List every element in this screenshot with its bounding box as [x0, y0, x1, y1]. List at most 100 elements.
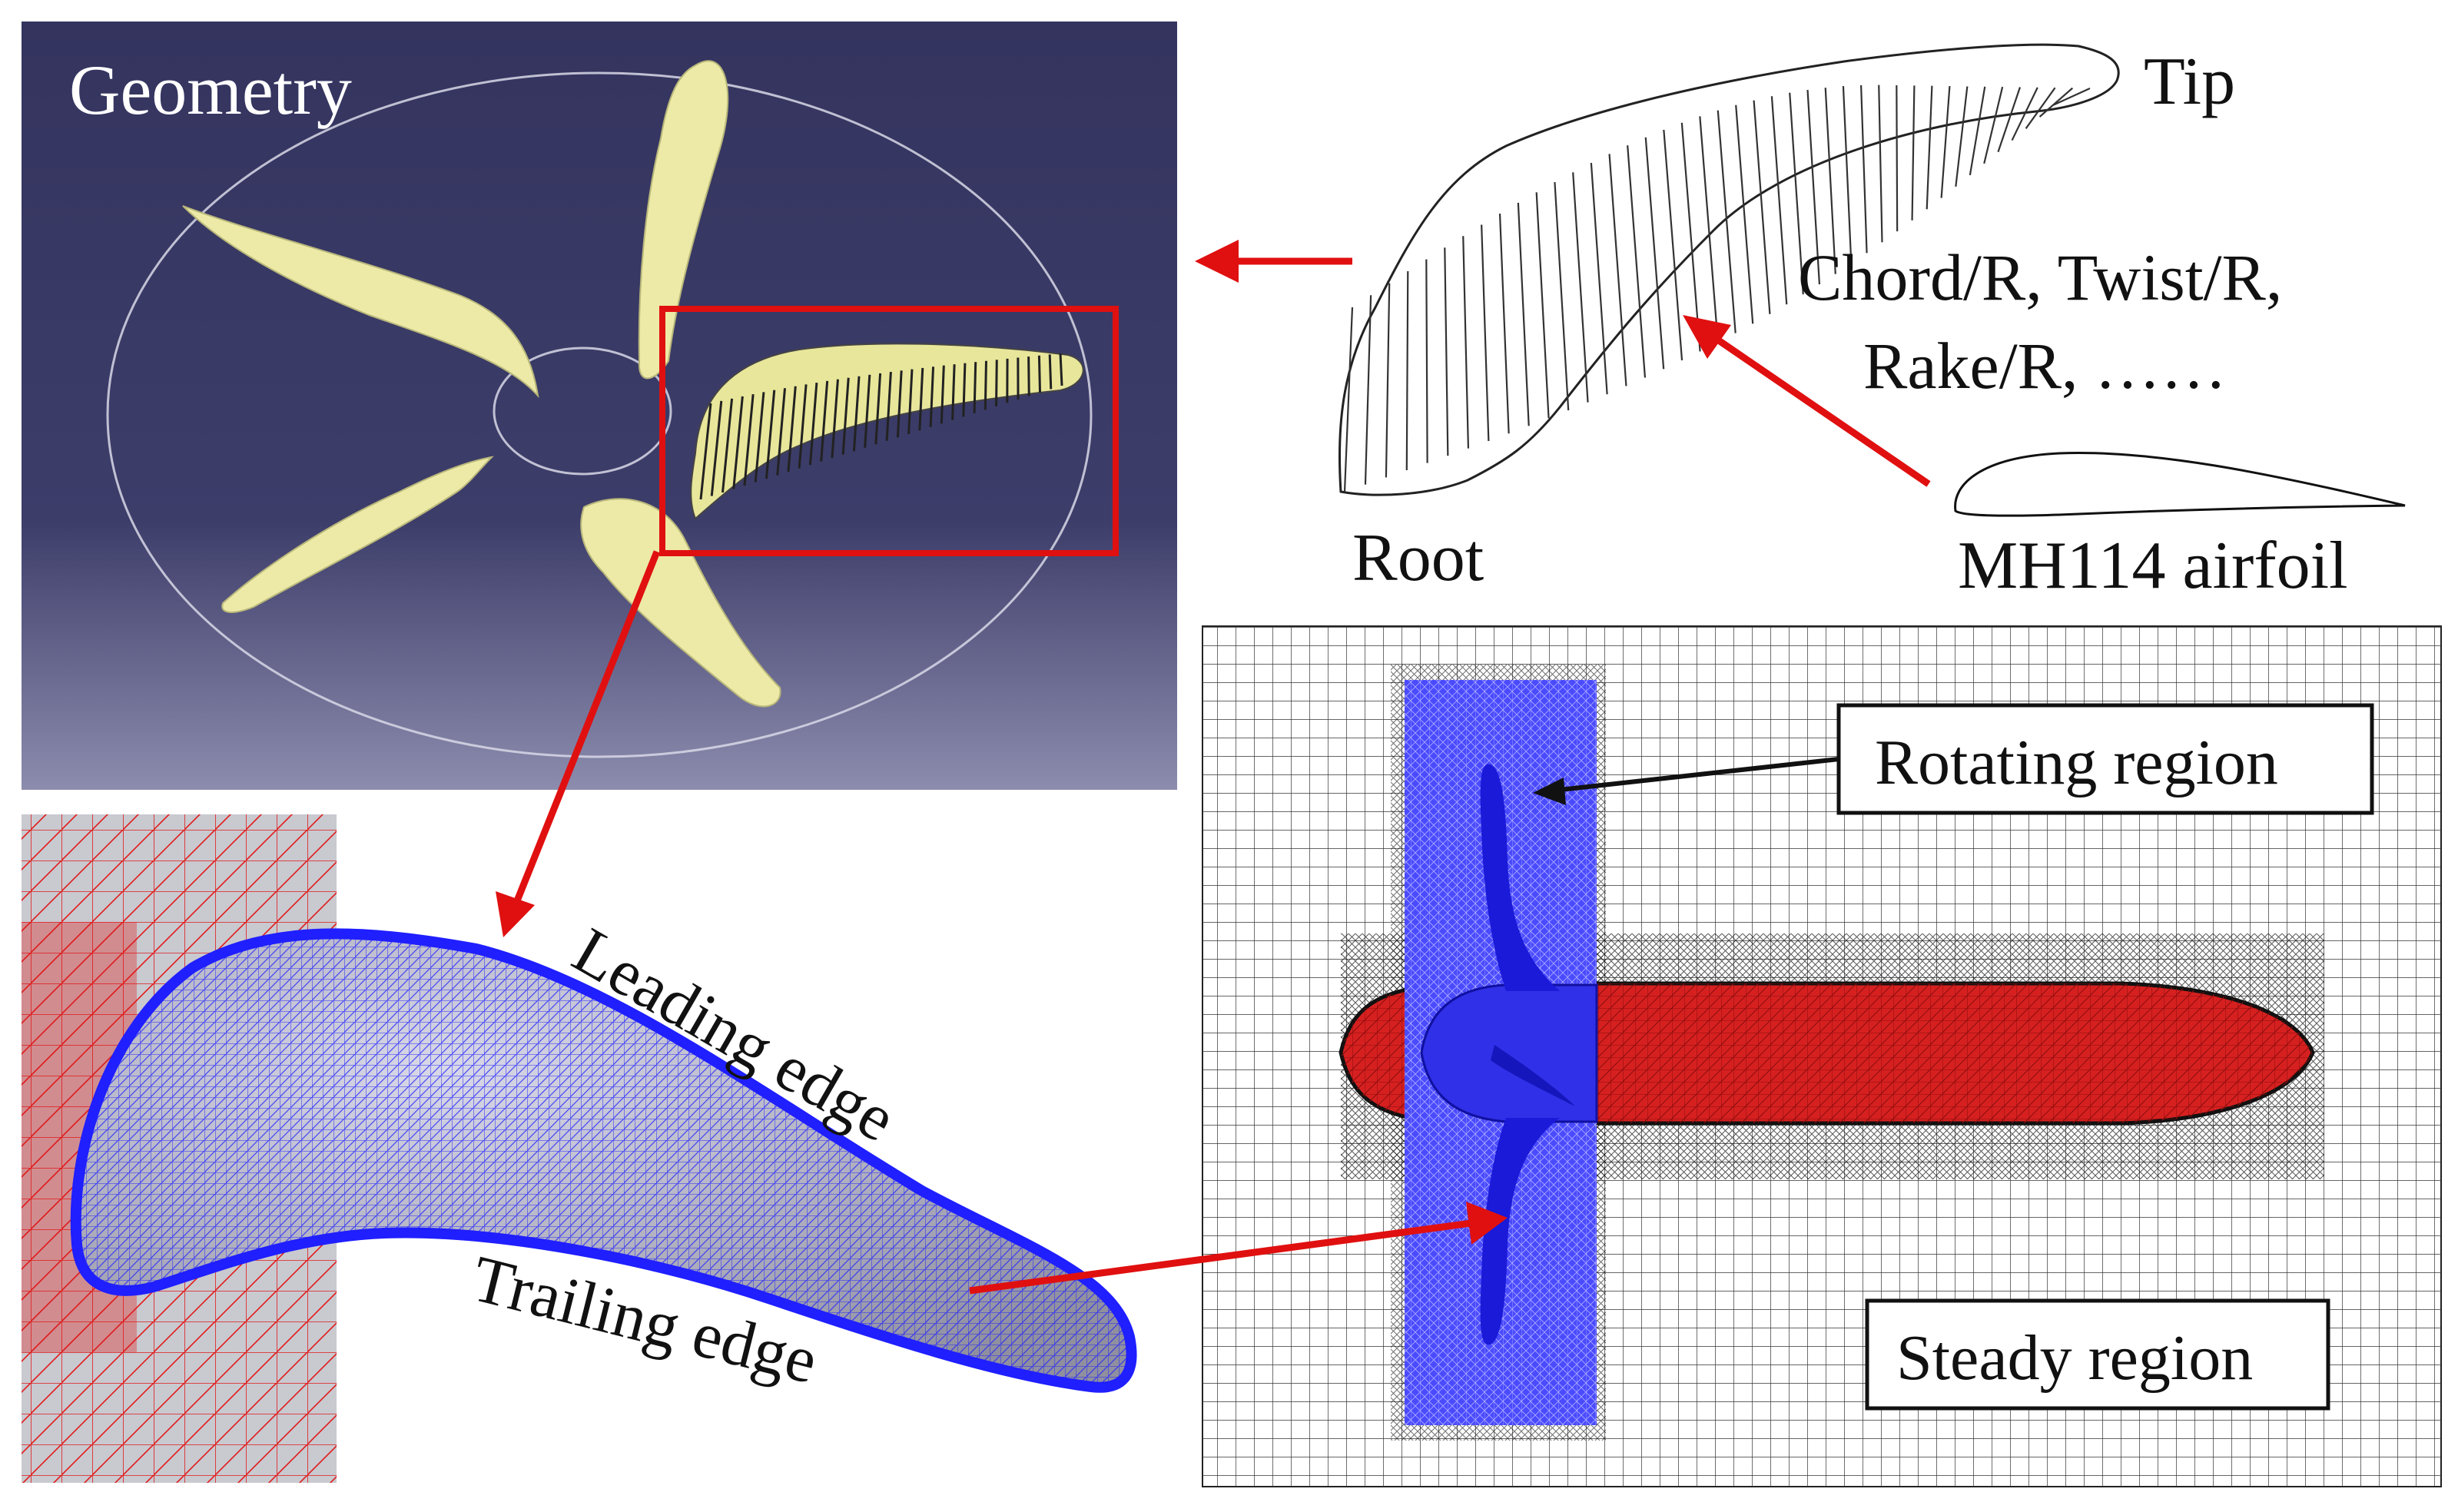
blade-lower-left	[221, 456, 494, 613]
wireframe-section-line	[1997, 87, 2022, 153]
blade-section-line	[984, 360, 987, 410]
wireframe-section-line	[1806, 89, 1821, 285]
wireframe-section-line	[1590, 162, 1608, 395]
arrow-wireframe-to-geometry-head	[1195, 240, 1239, 283]
wireframe-section-line	[1385, 283, 1391, 478]
arrow-airfoil-to-wireframe-head	[1683, 315, 1731, 359]
blade-section-line	[798, 384, 808, 469]
highlight-box	[659, 306, 1119, 556]
arrow-mesh-to-domain-head	[1466, 1202, 1508, 1245]
wireframe-section-line	[1608, 154, 1627, 386]
blade-section-line	[808, 383, 818, 466]
wireframe-section-line	[1940, 85, 1951, 198]
blade-section-line	[885, 372, 892, 441]
wireframe-section-line	[1860, 85, 1868, 254]
blade-wireframe-outline	[1338, 43, 2120, 496]
wireframe-section-line	[1343, 307, 1354, 492]
wireframe-section-line	[1753, 100, 1771, 314]
rotor-blade-center	[1491, 1045, 1575, 1106]
blade-mesh-overlay	[75, 933, 1132, 1388]
airfoil-label: MH114 airfoil	[1958, 529, 2348, 603]
rotating-region-pointer-head	[1533, 778, 1566, 805]
domain-mesh-panel: Rotating region Steady region	[1202, 625, 2442, 1487]
blade-section-line	[874, 373, 882, 445]
wireframe-section-line	[1955, 86, 1969, 187]
rotor-blade-lower	[1480, 1118, 1560, 1345]
blade-section-line	[743, 393, 755, 486]
wireframe-section-line	[1517, 202, 1530, 426]
wireframe-section-line	[1717, 110, 1737, 333]
blade-section-line	[951, 364, 956, 420]
wireframe-section-line	[2025, 87, 2056, 129]
blade-section-line	[1059, 353, 1063, 386]
rotor-blade-upper	[1480, 764, 1560, 991]
hull-nose-in-rotor	[1420, 983, 1598, 1123]
wireframe-section-line	[1364, 295, 1372, 485]
wireframe-section-line	[1680, 122, 1701, 352]
blade-mesh-panel: Leading edge Trailing edge	[22, 814, 1137, 1483]
wireframe-section-line	[1735, 104, 1754, 324]
wireframe-section-line	[1627, 145, 1647, 378]
blade-section-line	[820, 380, 829, 462]
wireframe-section-line	[1425, 259, 1428, 463]
blade-section-line	[831, 379, 839, 459]
blade-section-line	[940, 365, 945, 424]
geometry-panel: Geometry	[22, 22, 1177, 790]
disk-outline	[106, 71, 1093, 758]
blade-section-line	[721, 398, 734, 493]
wireframe-section-line	[1926, 85, 1933, 210]
wireframe-section-line	[1789, 92, 1804, 295]
arrow-geometry-to-mesh	[512, 550, 661, 904]
blade-section-line	[1048, 354, 1053, 390]
wireframe-section-line	[1878, 85, 1883, 243]
wireframe-section-line	[2038, 87, 2074, 118]
blade-section-lines	[699, 353, 1063, 500]
rotating-region-pointer	[1545, 757, 1839, 794]
parameters-line-1: Chord/R, Twist/R,	[1798, 240, 2282, 314]
wireframe-section-line	[2011, 87, 2038, 141]
blade-section-line	[710, 400, 723, 496]
blade-section-line	[754, 392, 765, 482]
blade-section-line	[699, 403, 712, 500]
blade-section-line	[852, 376, 861, 452]
wireframe-section-line	[1572, 172, 1589, 403]
blade-bottom	[580, 498, 781, 708]
blade-section-line	[896, 370, 903, 438]
connecting-arrows	[496, 240, 1931, 1295]
steady-region-label: Steady region	[1896, 1322, 2253, 1394]
tip-label: Tip	[2144, 45, 2235, 119]
blade-upper-left	[182, 205, 539, 399]
wireframe-section-line	[1554, 181, 1570, 411]
wireframe-section-line	[1842, 86, 1853, 264]
wireframe-section-line	[1535, 192, 1550, 419]
arrow-mesh-to-domain	[969, 1219, 1472, 1295]
blade-section-line	[841, 377, 850, 455]
blade-section-line	[929, 366, 935, 427]
blade-section-line	[973, 362, 977, 413]
wireframe-section-line	[1481, 224, 1490, 442]
arrow-geometry-to-mesh-head	[496, 891, 535, 937]
wireframe-section-line	[1699, 116, 1719, 343]
blade-section-line	[864, 374, 871, 448]
blade-section-line	[732, 396, 744, 489]
wireframe-section-line	[1969, 86, 1986, 176]
blade-top	[638, 60, 729, 380]
wireframe-section-line	[1824, 88, 1836, 274]
root-label: Root	[1352, 521, 1484, 595]
wireframe-section-line	[1896, 85, 1899, 232]
blade-section-line	[907, 369, 914, 434]
geometry-title: Geometry	[69, 51, 352, 129]
steady-region-label-box	[1865, 1298, 2330, 1411]
wireframe-section-line	[1644, 137, 1665, 370]
wireframe-section-line	[1444, 247, 1449, 456]
wireframe-section-line	[1663, 129, 1683, 361]
arrow-airfoil-to-wireframe	[1707, 331, 1931, 487]
wireframe-section-line	[2053, 87, 2091, 106]
blade-section-panel: Tip Root Chord/R, Twist/R, Rake/R, …… MH…	[1338, 43, 2406, 603]
blade-section-line	[1027, 356, 1030, 396]
airfoil-profile	[1954, 451, 2406, 517]
hub-outline	[493, 346, 672, 476]
wireframe-section-line	[1770, 96, 1788, 305]
wireframe-section-line	[1498, 214, 1510, 434]
